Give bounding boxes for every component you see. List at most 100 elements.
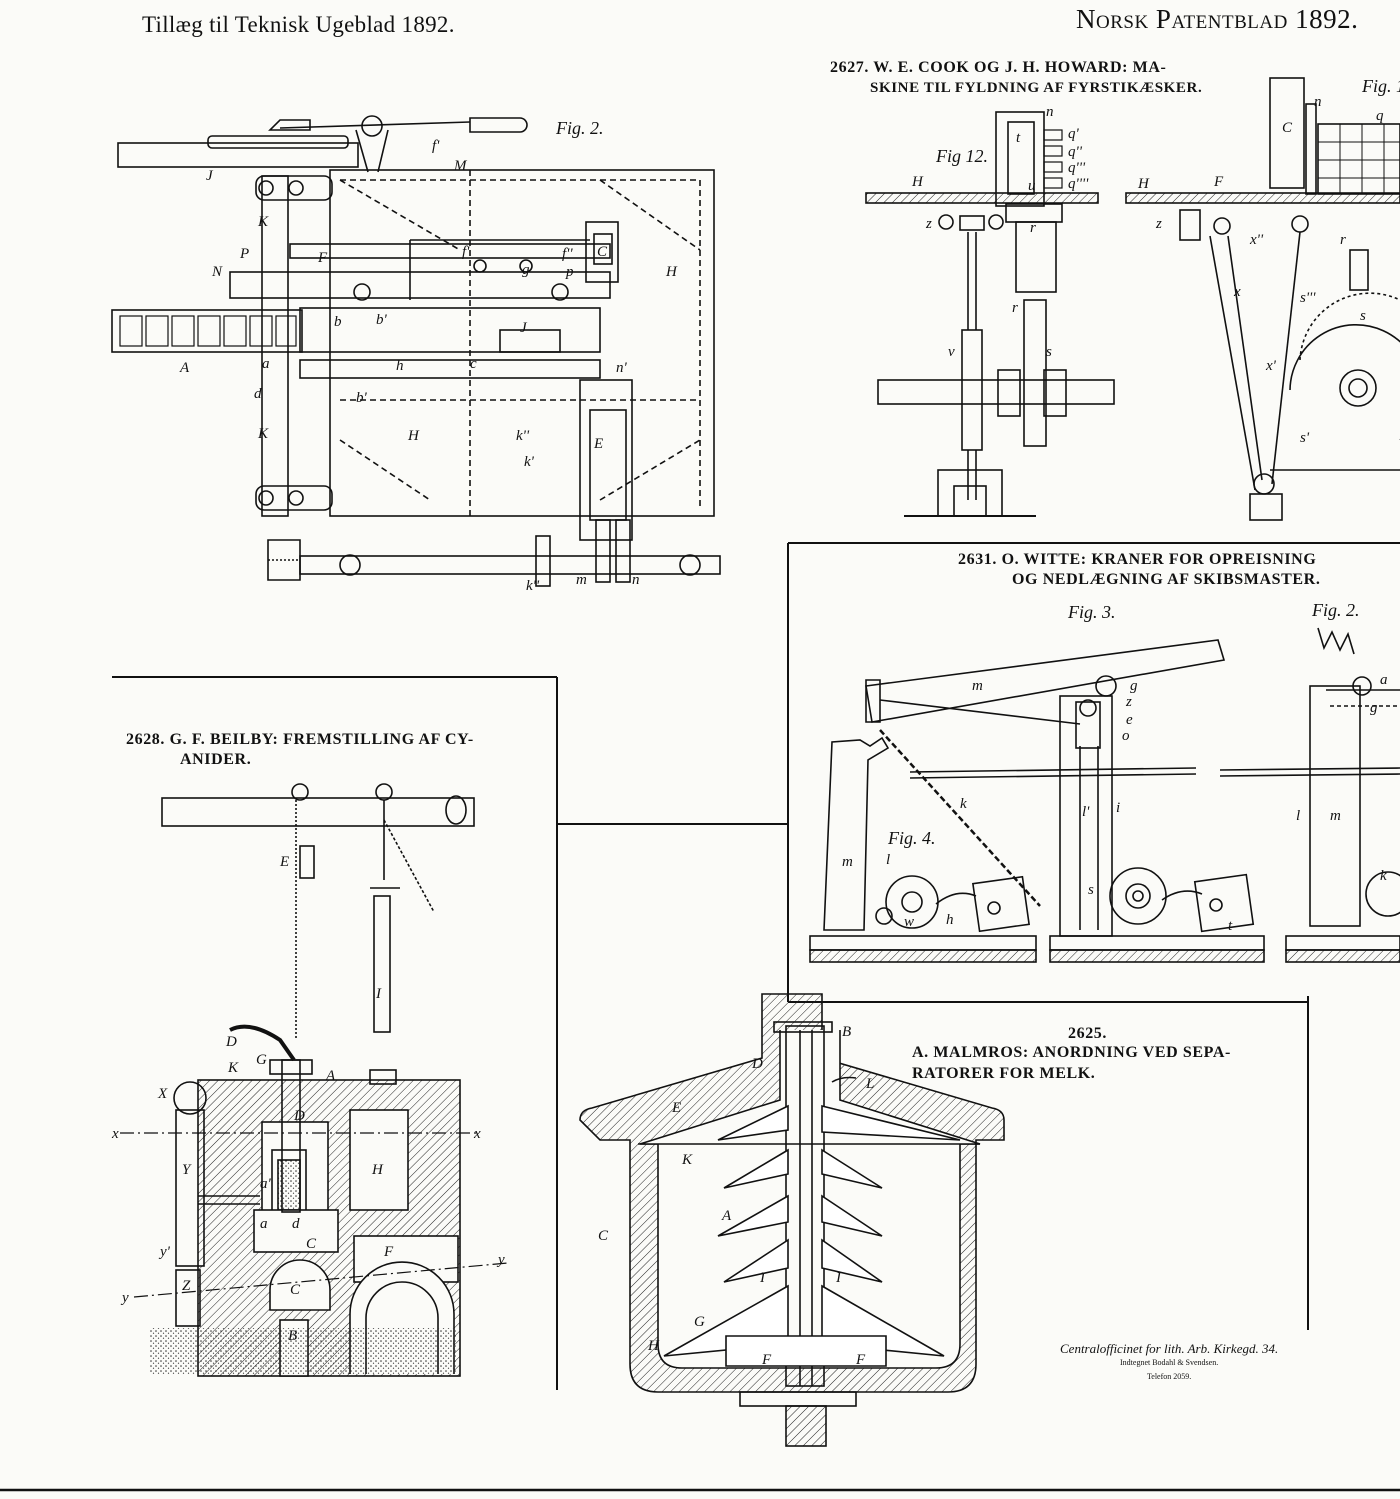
label-fig2-F: F (317, 250, 328, 266)
label-fig12-t: t (1016, 130, 1021, 146)
label-beilby-y: y (496, 1252, 505, 1268)
label-fig2-E: E (593, 436, 603, 452)
label-fig2-b: b (334, 314, 342, 330)
imprint-line1: Centralofficinet for lith. Arb. Kirkegd.… (1060, 1341, 1279, 1356)
malmros-drawing (579, 993, 1005, 1447)
label-fig2-K: K (257, 214, 269, 230)
label-fig2-m: m (576, 572, 587, 588)
label-fig2-n: n (632, 572, 640, 588)
label-fig2-c: c (470, 356, 477, 372)
label-beilby-Z: Z (182, 1278, 191, 1294)
fig-caption-cook-fig12: Fig 12. (936, 146, 988, 166)
label-fig12-n: n (1046, 104, 1054, 120)
label-fig2-N: N (211, 264, 223, 280)
patent-2627-title-line2: SKINE TIL FYLDNING AF FYRSTIKÆSKER. (870, 80, 1203, 96)
printer-imprint: Centralofficinet for lith. Arb. Kirkegd.… (1060, 1342, 1278, 1384)
label-fig2-p: p (565, 264, 574, 280)
label-fig12-q2: q'' (1068, 144, 1083, 160)
label-fig1-H: H (1137, 176, 1150, 192)
label-beilby-y1: y' (158, 1244, 171, 1260)
patent-2628-title-line2: ANIDER. (180, 751, 252, 768)
label-fig1-z: z (1155, 216, 1162, 232)
label-beilby-H: H (371, 1162, 384, 1178)
label-fig2-k1: k' (524, 454, 535, 470)
label-fig2-f1b: f' (462, 244, 470, 260)
label-fig2-H2: H (407, 428, 420, 444)
label-beilby-a1: a' (260, 1176, 272, 1192)
label-fig1-x1: x' (1265, 358, 1277, 374)
label-malmros-K: K (681, 1152, 693, 1168)
label-malmros-I: I (759, 1270, 766, 1286)
label-fig1-C: C (1282, 120, 1293, 136)
label-fig1-s3: s''' (1300, 290, 1316, 306)
label-fig1-s: s (1360, 308, 1366, 324)
fig-caption-witte-fig2: Fig. 2. (1312, 600, 1360, 620)
label-beilby-x2: x (473, 1126, 481, 1142)
imprint-line2: Indtegnet Bodahl & Svendsen. (1120, 1358, 1219, 1367)
label-beilby-C: C (306, 1236, 317, 1252)
label-malmros-E: E (671, 1100, 681, 1116)
cook-fig12-drawing (865, 111, 1115, 517)
label-witte-s: s (1088, 882, 1094, 898)
label-beilby-x: x (111, 1126, 119, 1142)
label-fig2-b1: b' (376, 312, 388, 328)
panel-borders (0, 542, 1400, 1492)
header-right: Norsk Patentblad 1892. (1076, 4, 1359, 34)
label-beilby-F: F (383, 1244, 394, 1260)
patent-2625-number: 2625. (1068, 1025, 1107, 1042)
label-malmros-H: H (647, 1338, 660, 1354)
cook-fig1-drawing (1125, 77, 1400, 521)
label-witte-m3: m (1330, 808, 1341, 824)
label-fig12-u: u (1028, 178, 1036, 194)
label-beilby-D: D (225, 1034, 237, 1050)
label-beilby-E: E (279, 854, 289, 870)
label-beilby-a: a (260, 1216, 268, 1232)
label-fig2-a: a (262, 356, 270, 372)
fig-caption-cook-fig2: Fig. 2. (556, 118, 604, 138)
label-witte-e: e (1126, 712, 1133, 728)
label-malmros-F: F (761, 1352, 772, 1368)
label-fig12-q4: q'''' (1068, 176, 1089, 192)
label-beilby-B: B (288, 1328, 297, 1344)
label-beilby-X: X (157, 1086, 168, 1102)
label-malmros-A: A (721, 1208, 732, 1224)
label-witte-m: m (972, 678, 983, 694)
label-fig2-J2: J (520, 320, 528, 336)
label-fig2-g: g (522, 262, 530, 278)
header-left: Tillæg til Teknisk Ugeblad 1892. (142, 12, 455, 37)
patent-2631-title-line1: 2631. O. WITTE: KRANER FOR OPREISNING (958, 551, 1317, 568)
label-beilby-y2: y (120, 1290, 129, 1306)
label-fig12-v: v (948, 344, 955, 360)
label-fig12-H: H (911, 174, 924, 190)
label-witte-m2: m (842, 854, 853, 870)
label-malmros-G: G (694, 1314, 705, 1330)
label-witte-k: k (960, 796, 967, 812)
label-fig2-C: C (597, 244, 608, 260)
label-witte-w: w (904, 914, 914, 930)
label-fig2-K2: K (257, 426, 269, 442)
label-malmros-I2: I (835, 1270, 842, 1286)
label-fig2-k3: k'' (526, 578, 540, 594)
label-fig2-h: h (396, 358, 404, 374)
label-witte-t: t (1228, 918, 1233, 934)
label-malmros-D: D (751, 1056, 763, 1072)
beilby-drawing (120, 783, 509, 1377)
patent-2625-title-line1: A. MALMROS: ANORDNING VED SEPA- (912, 1044, 1231, 1061)
label-witte-a: a (1380, 672, 1388, 688)
fig-caption-witte-fig4: Fig. 4. (888, 828, 936, 848)
label-beilby-A: A (325, 1068, 336, 1084)
label-witte-g2: g (1370, 700, 1378, 716)
label-witte-z: z (1125, 694, 1132, 710)
figure-labels: J f' M K P N F f' f'' C H g p A b b' a J… (111, 94, 1388, 1368)
label-fig2-M: M (453, 158, 468, 174)
witte-drawing (809, 627, 1400, 963)
label-fig2-b1c: b' (356, 390, 368, 406)
patent-2631-title-line2: OG NEDLÆGNING AF SKIBSMASTER. (1012, 571, 1321, 588)
label-fig2-n1: n' (616, 360, 628, 376)
label-fig2-P: P (239, 246, 249, 262)
fig-caption-cook-fig1: Fig. 1 (1362, 76, 1400, 96)
label-fig2-d: d (254, 386, 262, 402)
label-witte-l2: l (1296, 808, 1300, 824)
label-fig2-J: J (206, 168, 214, 184)
